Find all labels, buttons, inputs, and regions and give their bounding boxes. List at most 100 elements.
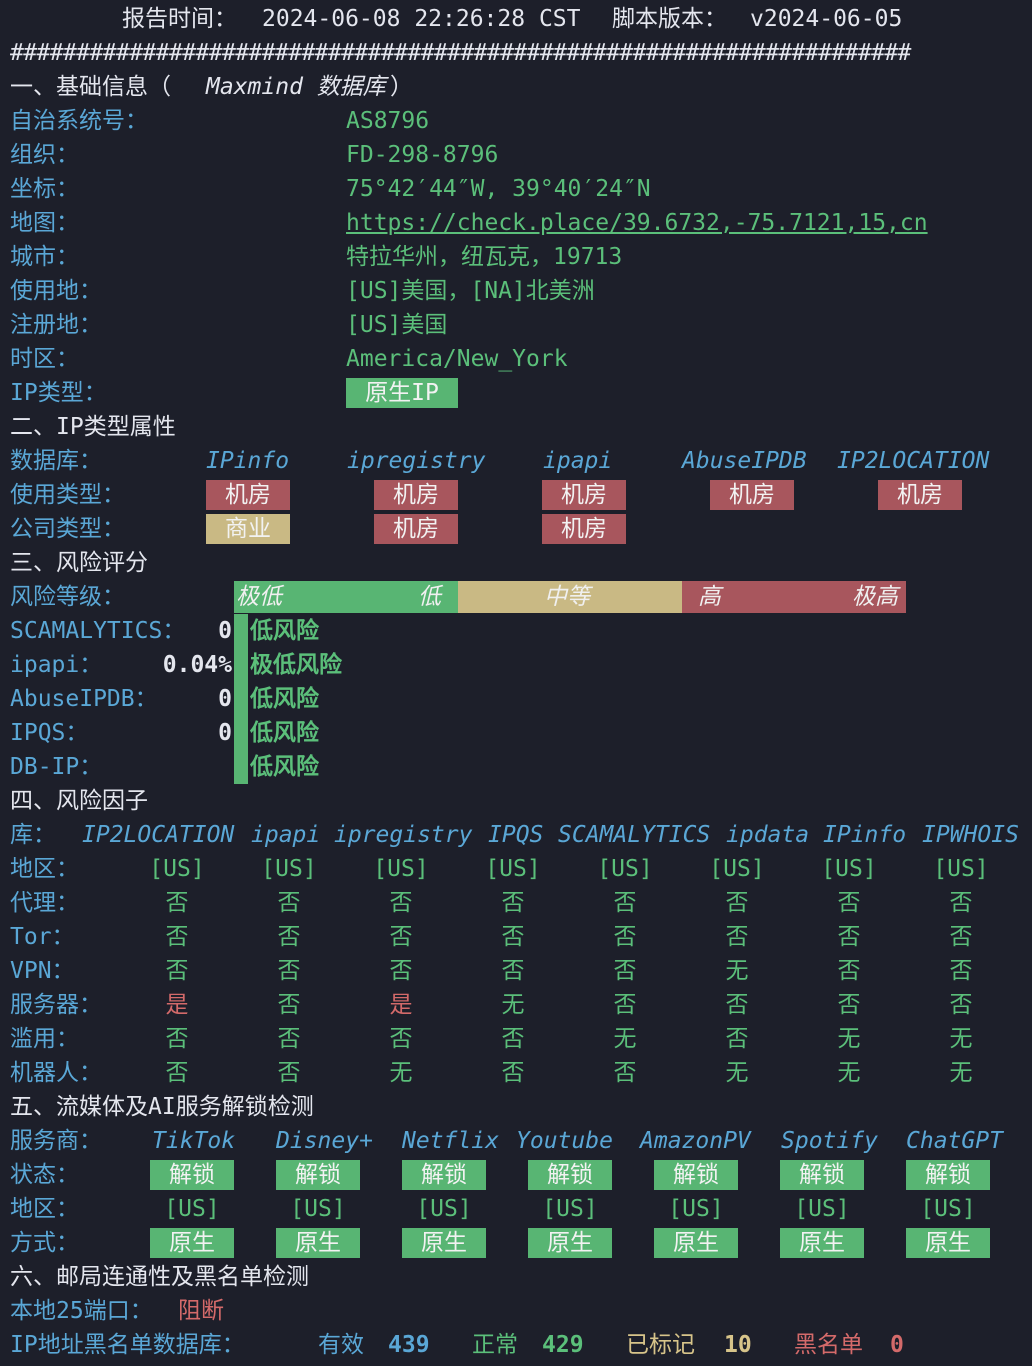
unlock-method-badge: 原生 — [402, 1228, 486, 1258]
db-name: ipregistry — [347, 448, 486, 474]
risk-factor-value: 否 — [725, 890, 749, 916]
info-label: 时区： — [10, 346, 79, 372]
risk-factor-label: 服务器： — [10, 992, 102, 1018]
info-value: FD-298-8796 — [346, 142, 499, 168]
risk-factor-value: 无 — [949, 1026, 973, 1052]
usage-type-badge: 机房 — [542, 480, 626, 510]
service-region: [US] — [920, 1196, 976, 1222]
risk-factor-value: [US] — [709, 856, 765, 882]
risk-factor-value: 否 — [165, 924, 189, 950]
ip-type-label: IP类型： — [10, 380, 107, 406]
risk-score-row: DB-IP：低风险 — [0, 750, 1032, 784]
risk-factor-value: [US] — [485, 856, 541, 882]
risk-factor-value: 否 — [277, 958, 301, 984]
risk-verdict: 低风险 — [250, 686, 319, 712]
section1-title: 一、基础信息（ Maxmind 数据库 ） — [10, 74, 413, 100]
risk-source-name: AbuseIPDB： — [10, 686, 158, 712]
risk-source-name: ipapi： — [10, 652, 103, 678]
db-name: IPinfo — [206, 448, 290, 474]
risk-factor-label: 滥用： — [10, 1026, 79, 1052]
info-row: 使用地：[US]美国，[NA]北美洲 — [0, 274, 1032, 308]
risk-source-name: DB-IP： — [10, 754, 103, 780]
risk-factor-value: 否 — [613, 1060, 637, 1086]
version: v2024-06-05 — [750, 6, 903, 32]
risk-factor-value: 无 — [725, 958, 749, 984]
risk-factor-value: 否 — [277, 992, 301, 1018]
risk-factor-value: 否 — [501, 1060, 525, 1086]
info-value: 75°42′44″W, 39°40′24″N — [346, 176, 651, 202]
status-row: 状态： 解锁解锁解锁解锁解锁解锁解锁 — [0, 1158, 1032, 1192]
info-label: 组织： — [10, 142, 79, 168]
risk-factor-value: 否 — [165, 1026, 189, 1052]
section6-title: 六、邮局连通性及黑名单检测 — [10, 1264, 309, 1290]
report-header: 报告时间： 2024-06-08 22:26:28 CST 脚本版本： v202… — [0, 2, 1032, 36]
usage-type-badge: 机房 — [878, 480, 962, 510]
divider: ########################################… — [10, 40, 911, 66]
region-row: 地区： [US][US][US][US][US][US][US] — [0, 1192, 1032, 1226]
risk-factor-value: 否 — [837, 992, 861, 1018]
risk-factor-value: 否 — [613, 924, 637, 950]
risk-lib-name: IPWHOIS — [922, 822, 1019, 848]
risk-factor-row: 滥用：否否否否无否无无 — [0, 1022, 1032, 1056]
risk-factor-value: 否 — [277, 1026, 301, 1052]
service-name: TikTok — [152, 1128, 236, 1154]
risk-score-row: ipapi：0.04%极低风险 — [0, 648, 1032, 682]
risk-factor-value: 否 — [725, 1026, 749, 1052]
db-name: AbuseIPDB — [682, 448, 807, 474]
risk-factor-row: 服务器：是否是无否否否否 — [0, 988, 1032, 1022]
risk-factor-value: 否 — [389, 958, 413, 984]
risk-factor-label: 地区： — [10, 856, 79, 882]
section4-title: 四、风险因子 — [10, 788, 148, 814]
risk-factor-value: 否 — [837, 890, 861, 916]
risk-factor-row: 地区：[US][US][US][US][US][US][US][US] — [0, 852, 1032, 886]
info-row: 时区： America/New_York — [0, 342, 1032, 376]
risk-factor-value: 否 — [949, 958, 973, 984]
usage-type-badge: 机房 — [206, 480, 290, 510]
info-row: 地图：https://check.place/39.6732,-75.7121,… — [0, 206, 1032, 240]
info-row: 坐标：75°42′44″W, 39°40′24″N — [0, 172, 1032, 206]
risk-factor-value: [US] — [597, 856, 653, 882]
unlock-method-badge: 原生 — [654, 1228, 738, 1258]
risk-factor-value: [US] — [373, 856, 429, 882]
risk-factor-value: 否 — [389, 1026, 413, 1052]
info-row: 城市：特拉华州，纽瓦克，19713 — [0, 240, 1032, 274]
risk-factor-label: 代理： — [10, 890, 79, 916]
service-name: Youtube — [516, 1128, 613, 1154]
risk-lib-name: IP2LOCATION — [82, 822, 235, 848]
service-region: [US] — [416, 1196, 472, 1222]
unlock-method-badge: 原生 — [780, 1228, 864, 1258]
unlock-status-badge: 解锁 — [654, 1160, 738, 1190]
usage-type-badge: 机房 — [374, 480, 458, 510]
map-link[interactable]: https://check.place/39.6732,-75.7121,15,… — [346, 210, 928, 236]
risk-lib-name: ipapi — [251, 822, 321, 848]
unlock-method-badge: 原生 — [276, 1228, 360, 1258]
service-region: [US] — [542, 1196, 598, 1222]
risk-verdict: 极低风险 — [250, 652, 342, 678]
risk-factor-value: 否 — [277, 890, 301, 916]
info-value: [US]美国 — [346, 312, 448, 338]
company-type-badge: 商业 — [206, 514, 290, 544]
risk-factor-value: 否 — [949, 992, 973, 1018]
info-row: 组织： FD-298-8796 — [0, 138, 1032, 172]
risk-factor-value: 否 — [277, 1060, 301, 1086]
info-value: AS8796 — [346, 108, 430, 134]
info-value: America/New_York — [346, 346, 568, 372]
risk-factor-value: 否 — [389, 890, 413, 916]
service-name: AmazonPV — [640, 1128, 751, 1154]
info-label: 城市： — [10, 244, 79, 270]
info-value: [US]美国，[NA]北美洲 — [346, 278, 595, 304]
risk-factor-value: 否 — [501, 890, 525, 916]
usage-type-badge: 机房 — [710, 480, 794, 510]
valid-count: 439 — [388, 1332, 430, 1358]
db-name: ipapi — [543, 448, 613, 474]
risk-factor-row: VPN：否否否否否无否否 — [0, 954, 1032, 988]
info-label: 注册地： — [10, 312, 102, 338]
risk-factor-value: 否 — [613, 890, 637, 916]
risk-factor-value: 否 — [725, 924, 749, 950]
risk-factor-value: 无 — [501, 992, 525, 1018]
risk-factor-value: 无 — [389, 1060, 413, 1086]
risk-score: 0 — [218, 686, 232, 712]
risk-factor-value: 否 — [501, 1026, 525, 1052]
risk-factor-value: 否 — [165, 1060, 189, 1086]
